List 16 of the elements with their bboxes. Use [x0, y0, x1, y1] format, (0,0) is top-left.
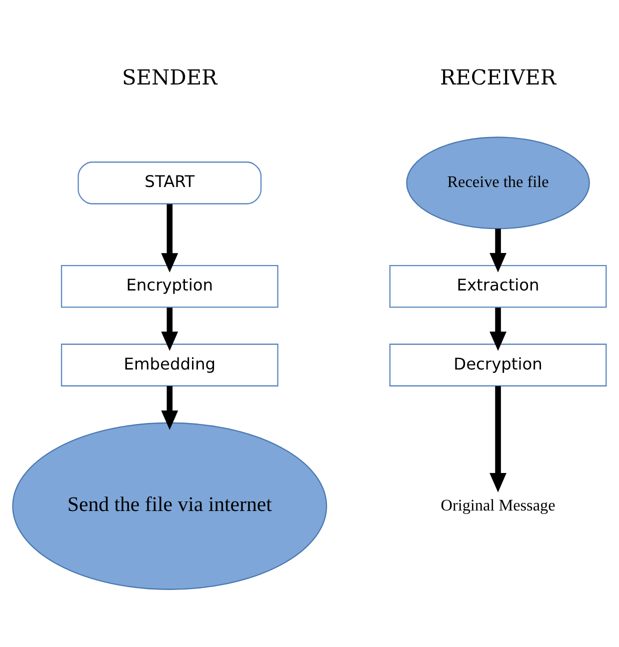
node-box: Extraction — [389, 264, 607, 308]
arrow — [161, 204, 178, 272]
node-box: Decryption — [389, 343, 607, 386]
node-box: Embedding — [60, 343, 278, 386]
arrow — [490, 307, 506, 350]
node-box: START — [78, 161, 262, 204]
node-ellipse: Send the file via internet — [12, 422, 328, 590]
node-box: Encryption — [60, 264, 278, 308]
arrow — [490, 386, 506, 492]
label: RECEIVER — [440, 65, 556, 90]
node-ellipse: Receive the file — [406, 136, 590, 229]
label: SENDER — [122, 65, 218, 90]
node-text: Original Message — [440, 496, 556, 514]
arrow — [161, 386, 178, 430]
arrow — [161, 307, 178, 350]
arrow — [490, 228, 506, 272]
